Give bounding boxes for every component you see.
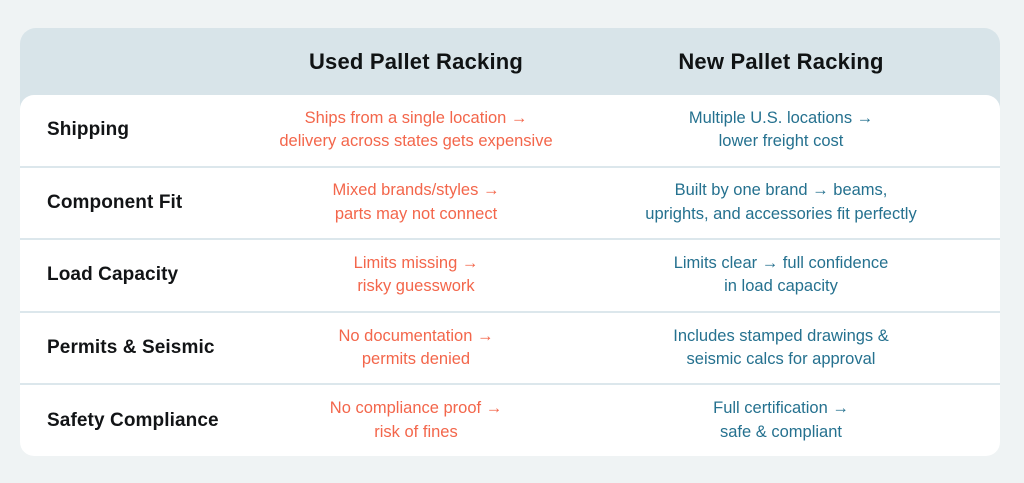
table-row-shipping: Shipping Ships from a single location → …: [20, 95, 1000, 166]
new-cell-line: Multiple U.S. locations →: [688, 108, 874, 127]
header-used-pallet-racking: Used Pallet Racking: [308, 48, 524, 74]
table-row-component-fit: Component Fit Mixed brands/styles → part…: [20, 165, 1000, 239]
used-cell: Mixed brands/styles → parts may not conn…: [250, 179, 582, 226]
used-cell-line: Limits missing →: [353, 253, 479, 272]
row-label: Load Capacity: [47, 264, 179, 286]
new-cell-line: Full certification →: [713, 399, 849, 418]
row-label: Shipping: [47, 119, 130, 141]
used-cell-line: parts may not connect: [334, 204, 498, 223]
row-label: Safety Compliance: [47, 409, 219, 431]
used-cell-line: No compliance proof →: [329, 399, 503, 418]
used-cell-line: delivery across states gets expensive: [279, 132, 553, 151]
new-cell-line: lower freight cost: [718, 132, 844, 151]
new-cell: Includes stamped drawings & seismic calc…: [582, 325, 980, 372]
new-cell-line: uprights, and accessories fit perfectly: [645, 204, 917, 223]
used-cell: Ships from a single location → delivery …: [250, 107, 582, 154]
new-cell: Multiple U.S. locations → lower freight …: [582, 107, 980, 154]
used-cell-line: risky guesswork: [357, 277, 475, 296]
row-label: Component Fit: [47, 191, 183, 213]
new-cell-line: seismic calcs for approval: [686, 350, 876, 369]
used-cell-line: No documentation →: [338, 326, 494, 345]
new-cell: Full certification → safe & compliant: [582, 397, 980, 444]
table-body: Shipping Ships from a single location → …: [20, 95, 1000, 456]
new-cell-line: in load capacity: [724, 277, 838, 296]
new-cell-line: Limits clear → full confidence: [673, 253, 889, 272]
used-cell: Limits missing → risky guesswork: [250, 252, 582, 299]
used-cell: No documentation → permits denied: [250, 325, 582, 372]
new-cell: Limits clear → full confidence in load c…: [582, 252, 980, 299]
used-cell-line: risk of fines: [374, 422, 458, 441]
table-row-load-capacity: Load Capacity Limits missing → risky gue…: [20, 238, 1000, 311]
table-header: Used Pallet Racking New Pallet Racking: [20, 28, 1000, 95]
new-cell-line: safe & compliant: [720, 422, 842, 441]
comparison-table-card: Used Pallet Racking New Pallet Racking S…: [20, 28, 1000, 456]
row-label: Permits & Seismic: [47, 337, 215, 359]
header-new-pallet-racking: New Pallet Racking: [678, 48, 884, 74]
used-cell: No compliance proof → risk of fines: [250, 397, 582, 444]
used-cell-line: Ships from a single location →: [304, 108, 528, 127]
new-cell-line: Includes stamped drawings &: [673, 326, 889, 345]
used-cell-line: permits denied: [361, 350, 471, 369]
new-cell: Built by one brand → beams, uprights, an…: [582, 179, 980, 226]
new-cell-line: Built by one brand → beams,: [674, 181, 888, 200]
table-row-permits-seismic: Permits & Seismic No documentation → per…: [20, 310, 1000, 384]
used-cell-line: Mixed brands/styles →: [332, 181, 500, 200]
table-row-safety-compliance: Safety Compliance No compliance proof → …: [20, 383, 1000, 456]
